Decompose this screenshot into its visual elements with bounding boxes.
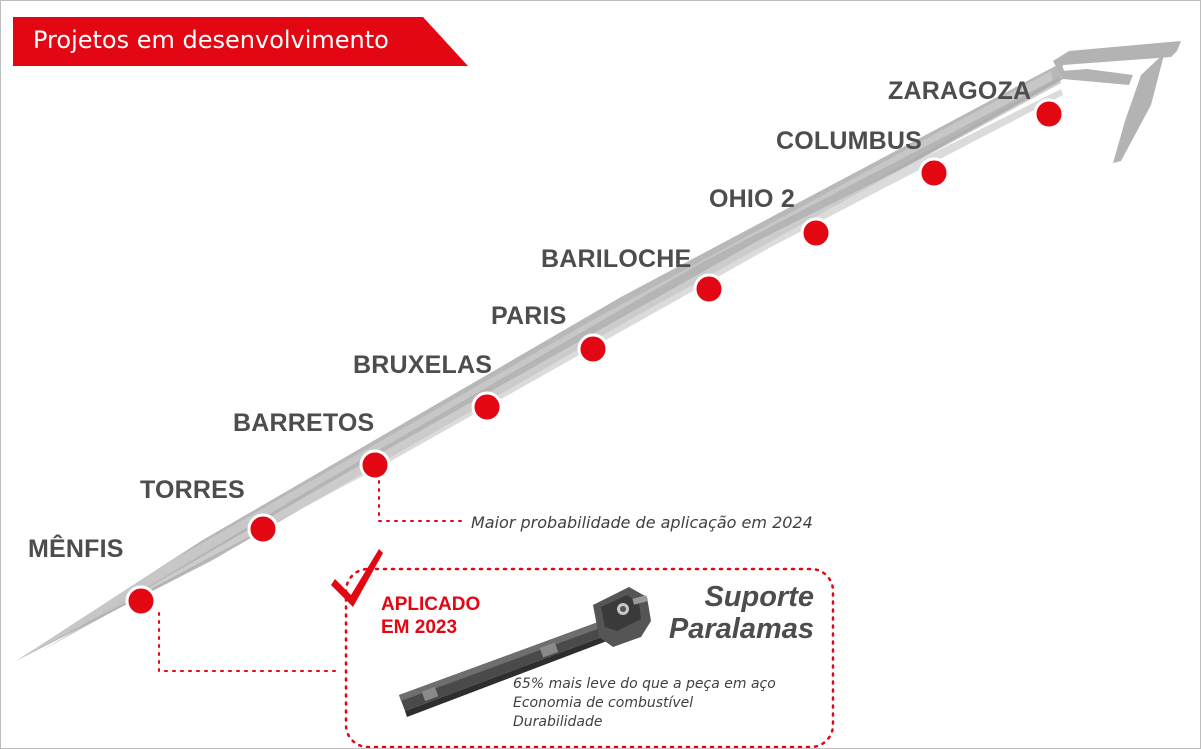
stage-dot-columbus <box>918 157 950 189</box>
stage-dot-mênfis <box>125 585 157 617</box>
applied-connector <box>158 612 342 672</box>
benefit-item: 65% mais leve do que a peça em aço <box>513 676 776 692</box>
stage-label-barretos: BARRETOS <box>233 409 375 437</box>
stage-label-bruxelas: BRUXELAS <box>353 351 493 379</box>
stage-label-zaragoza: ZARAGOZA <box>888 77 1032 105</box>
arrow-body <box>16 63 1067 661</box>
stage-dot-paris <box>577 333 609 365</box>
note-connector <box>378 480 468 522</box>
stage-label-columbus: COLUMBUS <box>776 127 923 155</box>
applied-line-2: EM 2023 <box>381 617 458 638</box>
stage-dot-zaragoza <box>1033 98 1065 130</box>
stage-dot-torres <box>247 513 279 545</box>
product-title: Suporte Paralamas <box>669 581 814 645</box>
applied-box <box>344 567 835 748</box>
arrowhead <box>1053 41 1181 163</box>
product-title-line-1: Suporte <box>704 581 814 613</box>
stage-label-menfis: MÊNFIS <box>28 535 124 563</box>
probability-note: Maior probabilidade de aplicação em 2024 <box>471 513 813 532</box>
applied-line-1: APLICADO <box>381 594 481 615</box>
benefit-item: Durabilidade <box>513 714 603 730</box>
page-title: Projetos em desenvolvimento <box>33 26 389 54</box>
checkmark-icon <box>331 549 383 607</box>
benefit-item: Economia de combustível <box>513 695 694 711</box>
title-banner <box>13 17 468 66</box>
stage-dot-bruxelas <box>471 391 503 423</box>
stage-label-torres: TORRES <box>140 476 245 504</box>
applied-label: APLICADO EM 2023 <box>381 593 480 639</box>
stage-label-paris: PARIS <box>491 302 567 330</box>
stage-dot-bariloche <box>693 273 725 305</box>
stage-dot-ohio-2 <box>800 217 832 249</box>
stage-label-ohio-2: OHIO 2 <box>709 185 795 213</box>
stage-dot-barretos <box>359 449 391 481</box>
product-title-line-2: Paralamas <box>668 613 814 645</box>
bracket-part-image <box>399 587 651 717</box>
benefits-list: 65% mais leve do que a peça em aço Econo… <box>513 675 776 732</box>
stage-label-bariloche: BARILOCHE <box>541 245 692 273</box>
